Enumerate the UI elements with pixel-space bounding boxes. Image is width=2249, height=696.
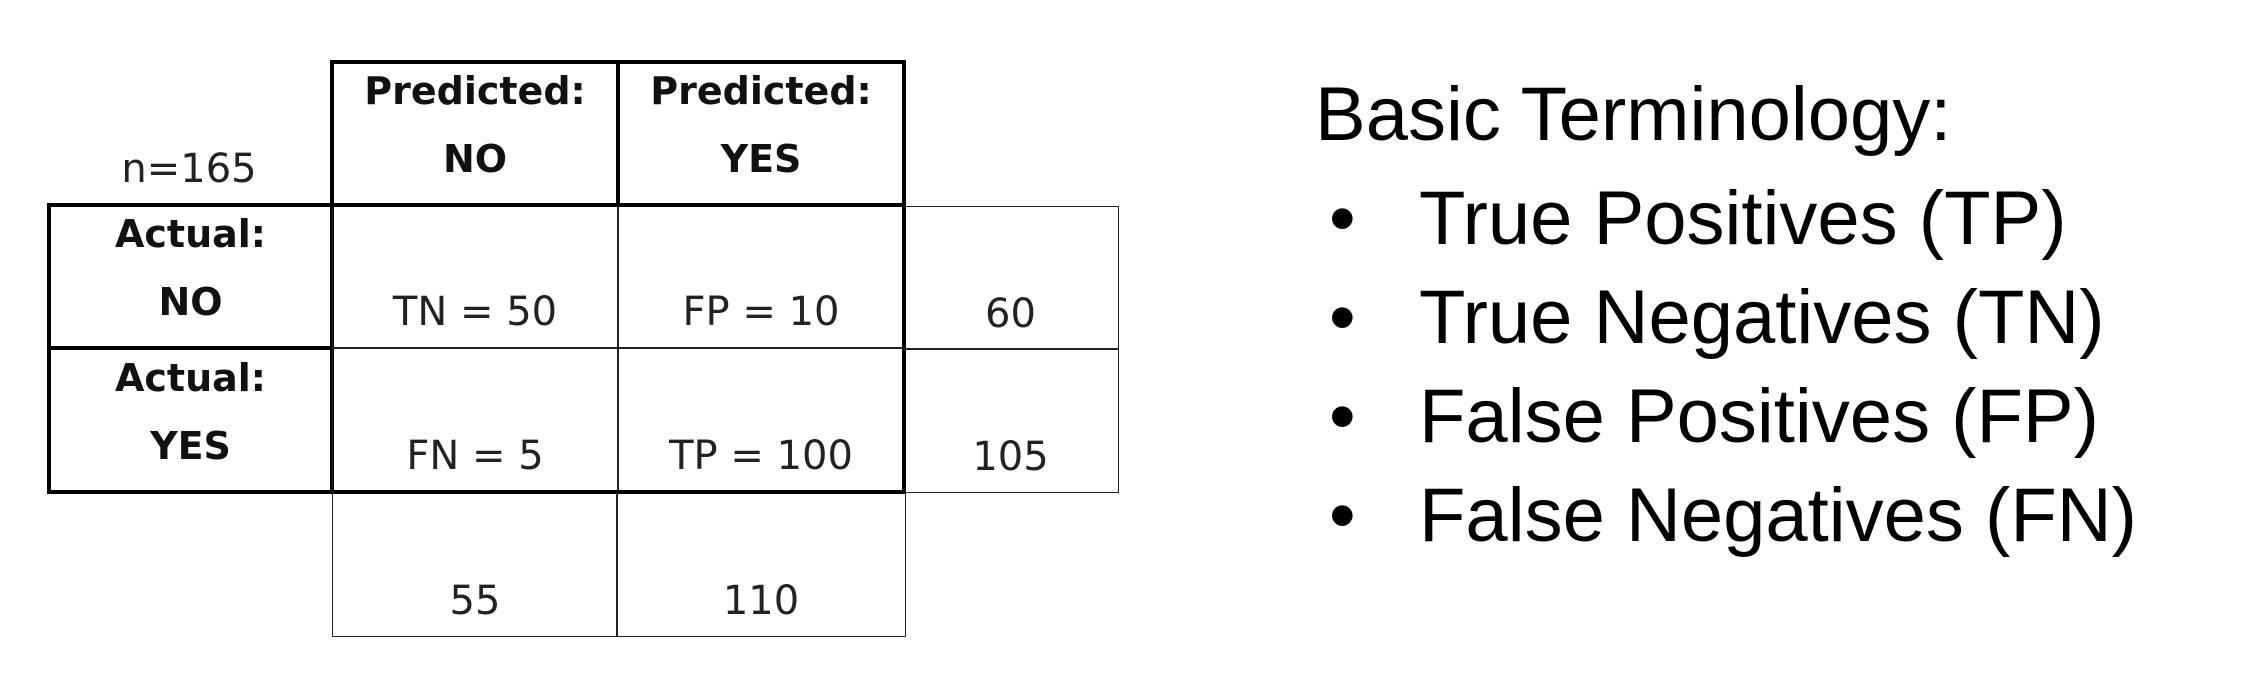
row-total-no: 60 bbox=[903, 206, 1119, 350]
row-header-line2: NO bbox=[158, 280, 223, 324]
cell-false-negatives: FN = 5 bbox=[332, 348, 618, 492]
term-label: True Positives (TP) bbox=[1419, 176, 2067, 261]
bullet-icon: • bbox=[1329, 473, 1356, 558]
row-header-line1: Actual: bbox=[114, 212, 267, 256]
list-item: • True Positives (TP) bbox=[1315, 169, 2137, 268]
list-item: • True Negatives (TN) bbox=[1315, 268, 2137, 367]
col-header-predicted-yes: Predicted: YES bbox=[616, 60, 906, 207]
bullet-icon: • bbox=[1329, 374, 1356, 459]
term-label: False Positives (FP) bbox=[1419, 374, 2099, 459]
cell-value: FN = 5 bbox=[406, 433, 544, 479]
sample-size-label: n=165 bbox=[121, 146, 257, 192]
row-total-yes: 105 bbox=[903, 348, 1119, 493]
row-header-line2: YES bbox=[150, 424, 231, 468]
row-total-value: 105 bbox=[972, 434, 1049, 480]
bullet-icon: • bbox=[1329, 275, 1356, 360]
term-label: True Negatives (TN) bbox=[1419, 275, 2105, 360]
col-total-yes: 110 bbox=[616, 492, 906, 637]
col-header-predicted-no: Predicted: NO bbox=[330, 60, 620, 207]
row-total-value: 60 bbox=[985, 291, 1036, 337]
cell-false-positives: FP = 10 bbox=[618, 205, 904, 348]
col-header-line1: Predicted: bbox=[650, 69, 872, 113]
bullet-icon: • bbox=[1329, 176, 1356, 261]
term-label: False Negatives (FN) bbox=[1419, 473, 2137, 558]
matrix-frame bbox=[47, 203, 906, 494]
row-header-line1: Actual: bbox=[114, 356, 267, 400]
col-total-value: 110 bbox=[722, 578, 800, 624]
col-header-line1: Predicted: bbox=[364, 69, 586, 113]
confusion-matrix: n=165 Predicted: NO Predicted: YES Actua… bbox=[47, 60, 1119, 637]
col-total-no: 55 bbox=[332, 492, 618, 637]
col-total-value: 55 bbox=[449, 578, 501, 624]
cell-true-positives: TP = 100 bbox=[618, 348, 904, 492]
list-item: • False Negatives (FN) bbox=[1315, 466, 2137, 565]
col-header-line2: YES bbox=[720, 137, 802, 181]
cell-value: TP = 100 bbox=[669, 433, 853, 479]
list-item: • False Positives (FP) bbox=[1315, 367, 2137, 466]
terminology-list: • True Positives (TP) • True Negatives (TN… bbox=[1315, 169, 2137, 565]
cell-value: FP = 10 bbox=[682, 289, 840, 335]
col-header-line2: NO bbox=[442, 137, 508, 181]
cell-value: TN = 50 bbox=[392, 289, 558, 335]
terminology-panel: Basic Terminology: • True Positives (TP) … bbox=[1315, 65, 2137, 565]
terminology-title: Basic Terminology: bbox=[1315, 72, 1952, 157]
